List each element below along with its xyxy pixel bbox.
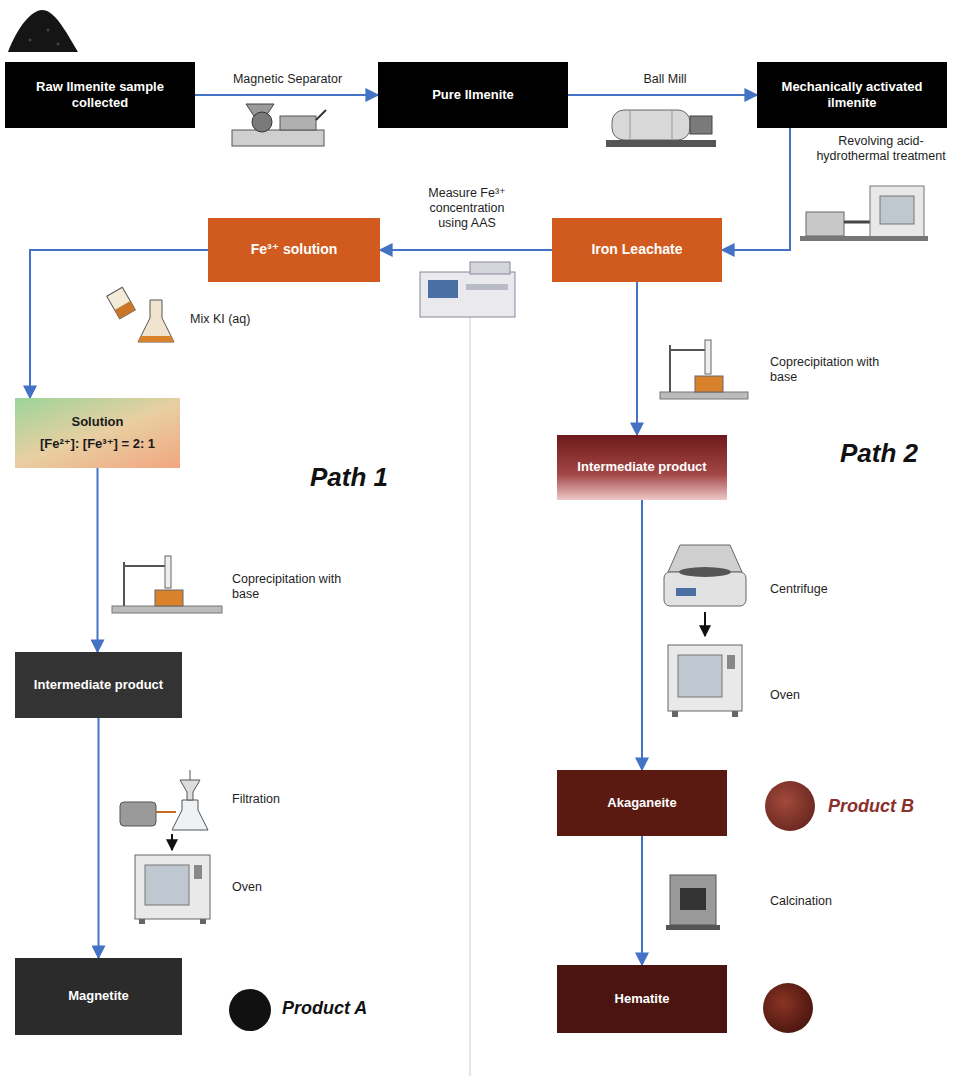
step-label: Ball Mill [580, 72, 750, 87]
step-label: Calcination [770, 894, 880, 909]
flow-arrow [380, 249, 552, 251]
step-label: Oven [232, 880, 262, 894]
box-label: Intermediate product [34, 677, 163, 693]
hydrothermal-reactor-icon [800, 186, 928, 241]
step-label: Mix KI (aq) [190, 312, 290, 327]
process-box: Fe³⁺ solution [208, 218, 380, 282]
filtration-setup-icon [120, 770, 208, 830]
product-label: Product B [828, 796, 914, 817]
process-box: Mechanically activated ilmenite [757, 62, 947, 128]
product-label: Product A [282, 998, 367, 1019]
process-box: Pure Ilmenite [378, 62, 568, 128]
step-label: Magnetic Separator [205, 72, 370, 87]
oven-icon [668, 645, 742, 717]
box-label: Raw Ilmenite sample collected [13, 79, 187, 112]
path-label: Path 1 [310, 462, 388, 493]
step-label: Measure Fe³⁺ concentration using AAS [414, 186, 520, 231]
magnetic-separator-icon [232, 104, 326, 146]
flow-arrow [30, 250, 208, 398]
ball-mill-icon [606, 110, 716, 147]
coprecipitation-stand-icon [112, 556, 222, 613]
path-divider [470, 295, 471, 1076]
box-label: Intermediate product [577, 459, 706, 475]
step-arrow [171, 834, 173, 850]
box-label: Pure Ilmenite [432, 87, 514, 103]
flow-arrow [641, 836, 643, 965]
akaganeite-sample [765, 781, 815, 831]
box-label: Solution [72, 414, 124, 430]
process-box: Solution [Fe²⁺]: [Fe³⁺] = 2: 1 [15, 398, 180, 468]
coprecipitation-stand-icon [660, 340, 748, 399]
process-box: Magnetite [15, 958, 182, 1035]
box-label: Hematite [615, 991, 670, 1007]
flow-arrow [568, 94, 757, 96]
flow-arrow [97, 468, 99, 652]
box-label: Iron Leachate [591, 241, 682, 259]
box-label: Fe³⁺ solution [251, 241, 338, 259]
flow-arrow [195, 94, 378, 96]
oven-icon [135, 855, 210, 924]
step-label: Filtration [232, 792, 342, 807]
mixing-flasks-icon [107, 287, 174, 342]
step-label: Coprecipitation with base [232, 572, 342, 602]
step-label: Coprecipitation with base [770, 355, 880, 385]
furnace-icon [666, 875, 720, 930]
path-label: Path 2 [840, 438, 918, 469]
box-label: Akaganeite [607, 795, 676, 811]
hematite-sample [763, 983, 813, 1033]
process-box: Raw Ilmenite sample collected [5, 62, 195, 128]
step-label: Oven [770, 688, 800, 702]
magnetite-sample [229, 989, 271, 1031]
process-box: Iron Leachate [552, 218, 722, 282]
box-label: Mechanically activated ilmenite [765, 79, 939, 112]
flow-arrow [98, 718, 100, 958]
process-box: Hematite [557, 965, 727, 1033]
process-box: Intermediate product [15, 652, 182, 718]
ilmenite-pile [8, 10, 78, 52]
flow-arrow [722, 128, 790, 250]
centrifuge-icon [664, 545, 746, 606]
box-label: Magnetite [68, 988, 129, 1004]
box-label: [Fe²⁺]: [Fe³⁺] = 2: 1 [40, 436, 155, 452]
step-label: Centrifuge [770, 582, 880, 597]
flow-arrow [641, 500, 643, 770]
step-arrow [704, 612, 706, 636]
flow-arrow [636, 282, 638, 435]
step-label: Revolving acid-hydrothermal treatment [805, 134, 957, 164]
process-box: Akaganeite [557, 770, 727, 836]
aas-instrument-icon [420, 262, 515, 317]
process-box: Intermediate product [557, 435, 727, 500]
